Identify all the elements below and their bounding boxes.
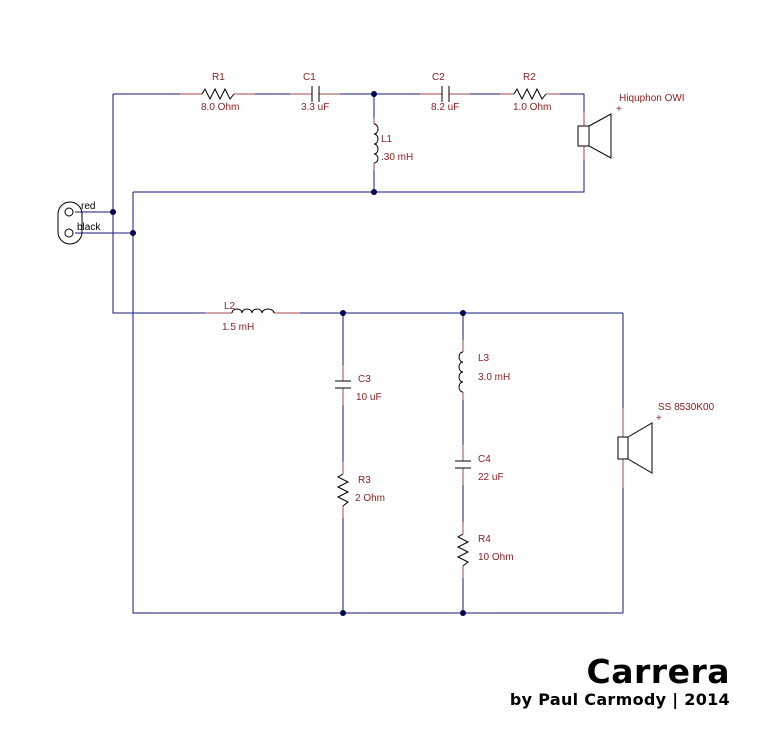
resistor-r3-symbol xyxy=(336,473,350,507)
design-title: Carrera xyxy=(586,652,730,691)
l1-ref-label: L1 xyxy=(381,134,393,145)
capacitor-c4-symbol xyxy=(455,460,471,469)
r4-value-label: 10 Ohm xyxy=(478,552,514,563)
r2-ref-label: R2 xyxy=(523,72,536,83)
l2-ref-label: L2 xyxy=(224,301,236,312)
l2-value-label: 1.5 mH xyxy=(222,322,254,333)
junction-node xyxy=(371,189,377,195)
tweeter-speaker-icon xyxy=(577,113,612,159)
woofer-name-label: SS 8530K00 xyxy=(658,402,715,413)
resistor-r2-symbol xyxy=(513,87,547,101)
c2-ref-label: C2 xyxy=(432,72,445,83)
wires xyxy=(75,93,624,614)
l3-value-label: 3.0 mH xyxy=(478,372,510,383)
capacitor-c3-symbol xyxy=(335,380,351,389)
c3-ref-label: C3 xyxy=(358,374,371,385)
input-connector-icon xyxy=(57,201,83,245)
r2-value-label: 1.0 Ohm xyxy=(513,102,551,113)
connector-red-label: red xyxy=(81,201,95,212)
r4-ref-label: R4 xyxy=(478,534,491,545)
c1-ref-label: C1 xyxy=(303,72,316,83)
capacitor-c2-symbol xyxy=(441,86,450,102)
l3-ref-label: L3 xyxy=(478,353,490,364)
woofer-polarity-label: + xyxy=(656,413,662,424)
junction-nodes xyxy=(110,91,466,616)
inductor-l2-symbol xyxy=(231,308,275,314)
resistor-r1-symbol xyxy=(201,87,235,101)
design-credit: by Paul Carmody | 2014 xyxy=(509,690,730,709)
c1-value-label: 3.3 uF xyxy=(301,102,329,113)
c2-value-label: 8.2 uF xyxy=(431,102,459,113)
wire-positive-left xyxy=(112,94,205,314)
capacitor-c1-symbol xyxy=(311,86,320,102)
inductor-l3-symbol xyxy=(458,351,464,393)
c4-ref-label: C4 xyxy=(478,454,491,465)
junction-node xyxy=(371,91,377,97)
resistor-r4-symbol xyxy=(456,533,470,567)
c3-value-label: 10 uF xyxy=(356,392,382,403)
r3-ref-label: R3 xyxy=(358,475,371,486)
component-leads xyxy=(180,93,624,578)
r1-ref-label: R1 xyxy=(212,72,225,83)
junction-node xyxy=(460,610,466,616)
junction-node xyxy=(460,310,466,316)
inductor-l1-symbol xyxy=(373,123,379,164)
r3-value-label: 2 Ohm xyxy=(355,493,385,504)
junction-node xyxy=(340,610,346,616)
r1-value-label: 8.0 Ohm xyxy=(201,102,239,113)
junction-node xyxy=(340,310,346,316)
junction-node xyxy=(110,209,116,215)
wire-tweeter-return xyxy=(133,160,585,193)
l1-value-label: .30 mH xyxy=(381,152,413,163)
wire-r2-tweeter xyxy=(560,93,585,112)
c4-value-label: 22 uF xyxy=(478,472,504,483)
tweeter-name-label: Hiquphon OWI xyxy=(619,93,685,104)
junction-node xyxy=(130,230,136,236)
connector-black-label: black xyxy=(77,222,101,233)
woofer-speaker-icon xyxy=(617,422,653,474)
wire-negative-rail xyxy=(132,192,623,614)
tweeter-polarity-label: + xyxy=(616,104,622,115)
